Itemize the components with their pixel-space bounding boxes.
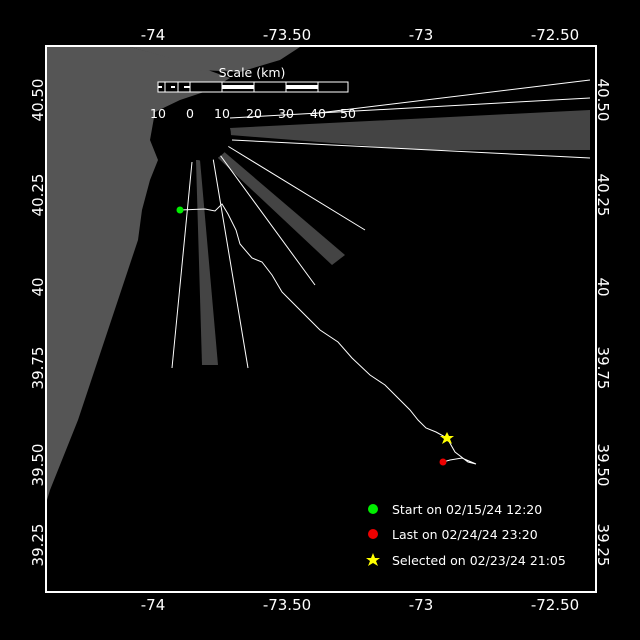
map-frame: [45, 45, 597, 593]
scale-label: 30: [278, 106, 294, 121]
coastline-land: [47, 47, 230, 500]
drifter-track: [179, 203, 477, 465]
scale-label: 10: [214, 106, 230, 121]
legend-last-icon: [368, 529, 378, 539]
selected-star-marker[interactable]: [440, 432, 454, 444]
lat-tick-left: 39.25: [29, 524, 47, 567]
lon-tick-top: -74: [141, 26, 166, 44]
radar-beam: [230, 110, 590, 150]
scale-label: 50: [340, 106, 356, 121]
radar-coverage: [171, 79, 591, 369]
legend-last-label: Last on 02/24/24 23:20: [392, 527, 538, 542]
scale-label: 20: [246, 106, 262, 121]
legend-start-label: Start on 02/15/24 12:20: [392, 502, 542, 517]
lat-tick-left: 40: [29, 277, 47, 296]
legend: Start on 02/15/24 12:20 Last on 02/24/24…: [366, 502, 566, 568]
lon-tick-top: -72.50: [531, 26, 579, 44]
lon-tick-top: -73: [409, 26, 434, 44]
start-marker[interactable]: [176, 206, 184, 214]
lat-tick-left: 39.50: [29, 444, 47, 487]
scale-label: 0: [186, 106, 194, 121]
scale-label: 10: [150, 106, 166, 121]
lon-tick-top: -73.50: [263, 26, 311, 44]
lon-tick-bottom: -74: [141, 596, 166, 614]
land-north: [130, 47, 300, 72]
legend-start-icon: [368, 504, 378, 514]
radar-beam: [196, 160, 218, 365]
legend-star-icon: [366, 553, 380, 566]
lon-tick-bottom: -73: [409, 596, 434, 614]
lat-tick-right: 39.50: [594, 444, 612, 487]
lon-tick-bottom: -72.50: [531, 596, 579, 614]
lat-tick-right: 40.50: [594, 79, 612, 122]
lat-tick-left: 39.75: [29, 347, 47, 390]
lat-tick-right: 40: [594, 277, 612, 296]
lat-tick-right: 40.25: [594, 174, 612, 217]
lon-tick-bottom: -73.50: [263, 596, 311, 614]
lat-tick-right: 39.25: [594, 524, 612, 567]
radar-site: [179, 109, 231, 161]
lat-tick-left: 40.50: [29, 79, 47, 122]
legend-selected-label: Selected on 02/23/24 21:05: [392, 553, 566, 568]
lat-tick-left: 40.25: [29, 174, 47, 217]
scale-bar: Scale (km) 10 0 10 20 30 40 50: [150, 65, 356, 121]
last-marker[interactable]: [439, 458, 447, 466]
lat-tick-right: 39.75: [594, 347, 612, 390]
radar-beam: [218, 150, 345, 265]
scale-title: Scale (km): [219, 65, 286, 80]
scale-label: 40: [310, 106, 326, 121]
